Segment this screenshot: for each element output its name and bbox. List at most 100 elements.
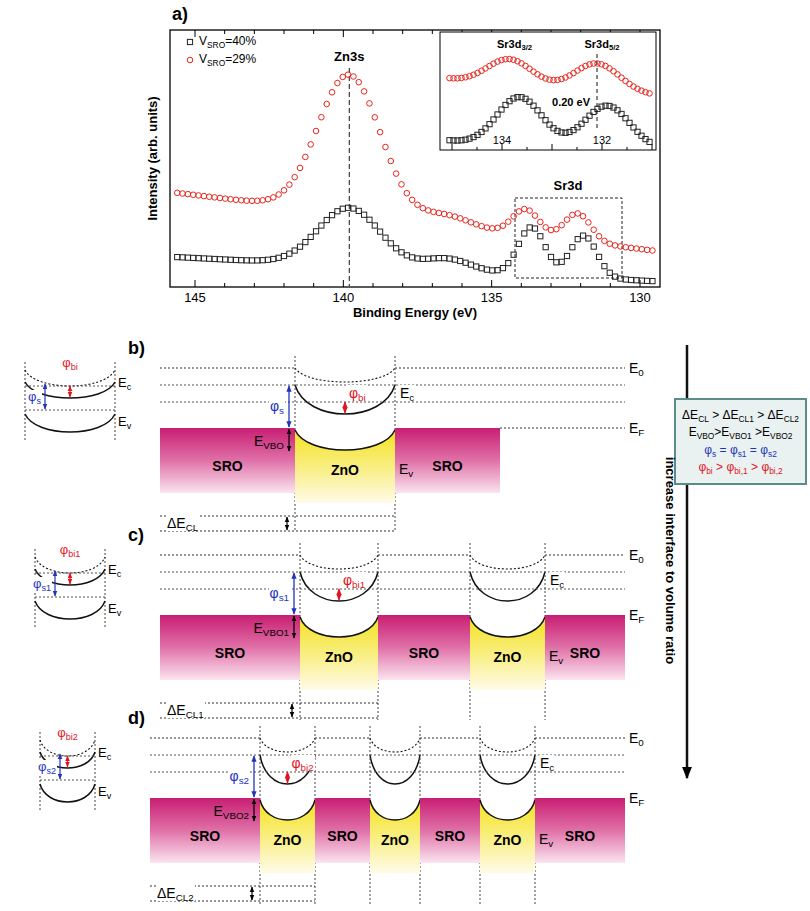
level-line xyxy=(160,402,625,403)
phi-bi-label: φbi1 xyxy=(342,572,366,588)
fermi-level xyxy=(500,428,625,429)
phi-s-arrow xyxy=(253,756,254,797)
circle-marker xyxy=(431,209,437,215)
node-label: ZnO xyxy=(370,832,420,848)
square-marker xyxy=(388,241,393,246)
circle-marker xyxy=(404,190,410,196)
square-marker xyxy=(404,253,409,258)
sro-layer: SRO xyxy=(150,798,260,863)
square-marker xyxy=(175,254,180,259)
valence-band xyxy=(300,617,378,637)
phi-s-arrow xyxy=(44,384,45,409)
circle-marker xyxy=(527,66,533,72)
square-marker xyxy=(506,261,511,266)
vacuum-level xyxy=(395,368,500,369)
delta-ecl-arrow xyxy=(291,704,292,717)
circle-marker xyxy=(543,225,549,231)
square-marker xyxy=(426,256,431,261)
node-label: ZnO xyxy=(470,649,545,665)
circle-marker xyxy=(538,219,544,225)
zno-fill xyxy=(480,800,535,873)
band-label: E0 xyxy=(629,547,644,563)
circle-marker xyxy=(607,66,613,72)
circle-marker xyxy=(548,227,554,233)
trend-label: increase interface to volume ratio xyxy=(663,456,678,663)
conduction-band xyxy=(470,572,545,601)
square-marker xyxy=(618,276,623,281)
circle-marker xyxy=(463,217,469,223)
square-marker xyxy=(447,256,452,261)
circle-marker xyxy=(447,212,453,218)
peak-line xyxy=(597,54,598,130)
band-label: Ec xyxy=(399,385,415,401)
vacuum-level xyxy=(470,555,545,569)
square-marker xyxy=(239,258,244,263)
circle-marker xyxy=(623,78,629,84)
circle-marker xyxy=(420,205,426,211)
square-marker xyxy=(634,278,639,283)
peak-label: Sr3d3/2 xyxy=(496,38,533,51)
circle-marker xyxy=(313,128,319,134)
zno-layer: ZnO xyxy=(480,798,535,873)
node-label: SRO xyxy=(378,645,470,661)
conduction-band xyxy=(480,755,535,784)
circle-marker xyxy=(319,114,325,120)
circle-marker xyxy=(623,244,629,250)
valence-band xyxy=(295,430,395,450)
axis-tick xyxy=(552,144,553,150)
square-marker xyxy=(378,229,383,234)
band-label: Ev xyxy=(108,602,121,617)
vacuum-level xyxy=(35,557,105,573)
band-label: E0 xyxy=(629,730,644,746)
node-label: SRO xyxy=(315,828,370,844)
square-marker xyxy=(548,254,553,259)
interface-line xyxy=(105,549,106,627)
circle-marker xyxy=(196,193,202,199)
square-marker xyxy=(420,256,425,261)
vacuum-level xyxy=(480,738,535,752)
axis-tick xyxy=(627,147,628,150)
axis-tick xyxy=(284,283,285,287)
zno-layer: ZnO xyxy=(370,798,420,873)
node-label: SRO xyxy=(160,645,300,661)
circle-marker xyxy=(345,72,351,78)
vacuum-level xyxy=(295,368,395,382)
band-label: Ec xyxy=(98,746,111,761)
square-marker xyxy=(324,217,329,222)
square-marker xyxy=(244,258,249,263)
axis-tick xyxy=(224,30,225,34)
band-label: Ev xyxy=(539,831,553,847)
circle-marker xyxy=(233,197,239,203)
circle-marker xyxy=(527,208,533,214)
vacuum-level xyxy=(500,368,625,369)
square-marker xyxy=(522,231,527,236)
vacuum-level xyxy=(160,555,300,556)
circle-marker xyxy=(287,182,293,188)
axis-tick xyxy=(580,283,581,287)
square-marker xyxy=(260,258,265,263)
circle-marker xyxy=(174,190,180,196)
node-label: SRO xyxy=(420,828,480,844)
delta-ecl-label: ΔECL1 xyxy=(166,702,205,718)
tick-label: 140 xyxy=(332,291,354,306)
conduction-band xyxy=(300,572,378,601)
circle-marker xyxy=(393,171,399,177)
legend-label: VSRO=29% xyxy=(199,53,256,67)
axis-tick xyxy=(254,283,255,287)
square-marker xyxy=(500,266,505,271)
circle-marker xyxy=(324,101,330,107)
square-marker xyxy=(207,256,212,261)
vbo-arrow xyxy=(293,616,294,638)
circle-marker xyxy=(489,226,495,232)
circle-marker xyxy=(244,198,250,204)
zno-fill xyxy=(370,800,420,873)
circle-marker xyxy=(351,74,357,80)
relation-text: φs = φs1 = φs2 xyxy=(682,443,799,457)
vacuum-level xyxy=(378,555,470,556)
circle-marker xyxy=(575,211,581,217)
interface-line xyxy=(25,362,26,440)
panel-label: b) xyxy=(128,338,145,359)
axis-tick xyxy=(373,283,374,287)
axis-tick xyxy=(254,30,255,34)
node-label: ZnO xyxy=(480,832,535,848)
